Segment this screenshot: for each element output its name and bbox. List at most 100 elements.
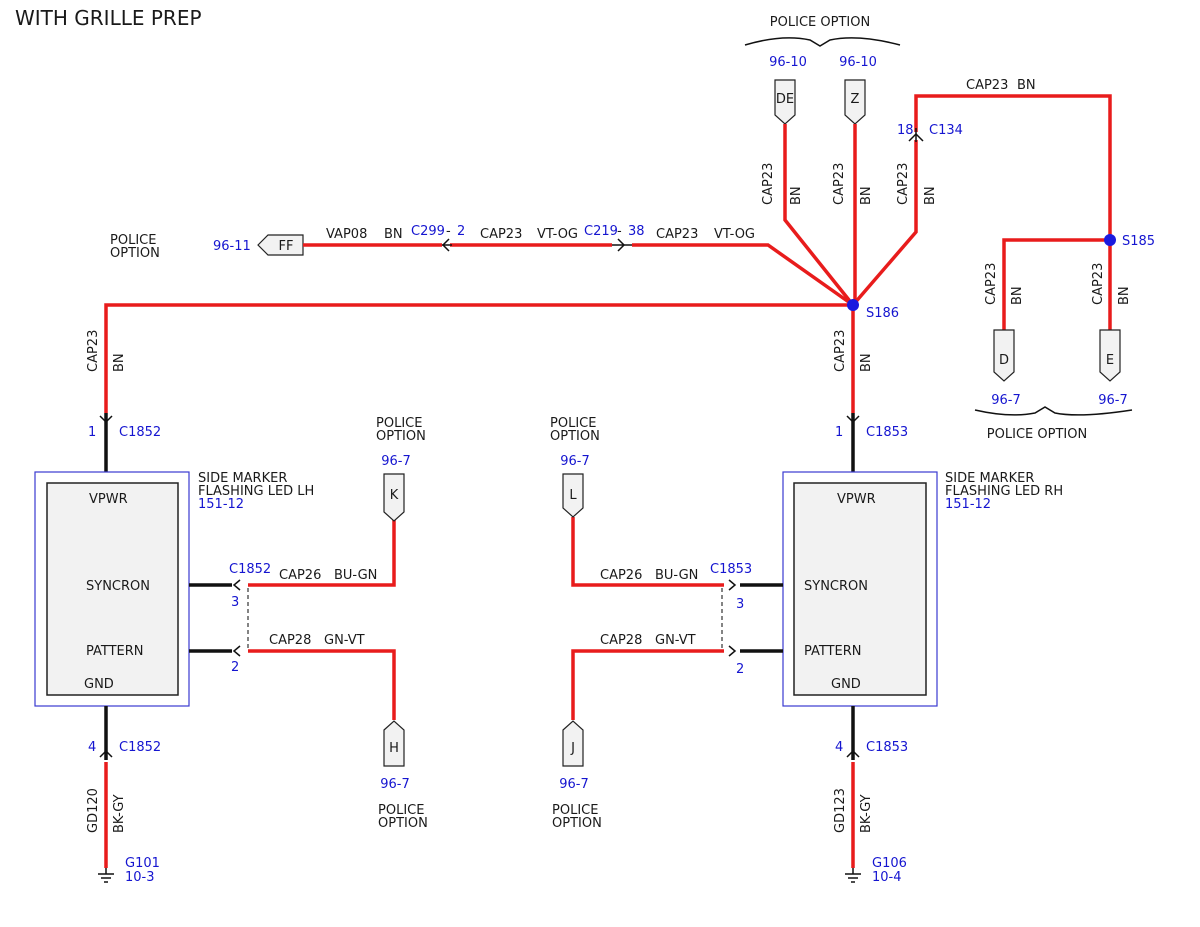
police-option-top-label: POLICE OPTION <box>770 15 870 30</box>
ref-h: 96-7 <box>380 777 410 792</box>
label-top-circuit: CAP23 <box>966 78 1008 93</box>
lh-c1852-syncron-label: C1852 <box>229 562 271 577</box>
svg-text:CAP23: CAP23 <box>833 330 848 372</box>
ref-k: 96-7 <box>381 454 411 469</box>
svg-text:BN: BN <box>1117 286 1132 305</box>
splice-s186 <box>847 299 859 311</box>
label-c134-color: BN <box>923 186 938 205</box>
svg-text:BK-GY: BK-GY <box>859 794 874 833</box>
terminal-d: D <box>993 329 1015 382</box>
ref-d: 96-7 <box>991 393 1021 408</box>
svg-text:CAP23: CAP23 <box>1091 263 1106 305</box>
c1852-pin1-label: C1852 <box>119 425 161 440</box>
police-option-right-label: POLICE OPTION <box>987 427 1087 442</box>
label-z-circuit: CAP23 <box>832 163 847 205</box>
svg-text:CAP23: CAP23 <box>896 163 911 205</box>
terminal-h: H <box>383 720 405 767</box>
label-de-circuit: CAP23 <box>761 163 776 205</box>
police-option-j-line2: OPTION <box>552 816 602 831</box>
label-rh-color: BN <box>859 353 874 372</box>
label-c134-circuit: CAP23 <box>896 163 911 205</box>
police-option-ff-line1: POLICE <box>110 233 156 248</box>
svg-text:BN: BN <box>859 353 874 372</box>
wire-cap26-lh <box>248 520 396 587</box>
ref-l: 96-7 <box>560 454 590 469</box>
label-vap08-circuit: VAP08 <box>326 227 367 242</box>
police-option-k-line1: POLICE <box>376 416 422 431</box>
diagram-title: WITH GRILLE PREP <box>15 6 202 30</box>
wire-cap26-rh <box>571 517 724 587</box>
terminal-l-label: L <box>569 488 577 503</box>
terminal-z: Z <box>844 79 866 125</box>
svg-text:CAP23: CAP23 <box>832 163 847 205</box>
connector-c134-symbol <box>908 132 924 142</box>
label-gnvt-lh: GN-VT <box>324 633 365 648</box>
terminal-k: K <box>383 473 405 522</box>
label-right-circuit: CAP23 <box>656 227 698 242</box>
rh-pin-pattern: PATTERN <box>804 644 862 659</box>
label-bugn-rh: BU-GN <box>655 568 698 583</box>
police-option-top-brace <box>744 37 901 47</box>
label-bkgy-rh: BK-GY <box>859 794 874 833</box>
svg-text:GD120: GD120 <box>86 788 101 833</box>
rh-c1853-pin2: 2 <box>736 662 744 677</box>
module-side-marker-lh: VPWR SYNCRON PATTERN GND <box>34 471 190 707</box>
label-lh-circuit: CAP23 <box>86 330 101 372</box>
ref-de: 96-10 <box>769 55 807 70</box>
ref-e: 96-7 <box>1098 393 1128 408</box>
connector-c299-symbol <box>441 238 450 252</box>
ground-g101-ref: 10-3 <box>125 870 155 885</box>
svg-text:BN: BN <box>789 186 804 205</box>
svg-text:BN: BN <box>923 186 938 205</box>
label-cap26-lh: CAP26 <box>279 568 321 583</box>
wire-cap23-de <box>783 124 855 307</box>
svg-text:CAP23: CAP23 <box>761 163 776 205</box>
label-lh-color: BN <box>112 353 127 372</box>
police-option-right-brace <box>974 406 1133 416</box>
label-vap08-color: BN <box>384 227 403 242</box>
wire-cap23-lh <box>104 303 853 413</box>
connector-c219-symbol <box>617 238 626 252</box>
label-e-circuit: CAP23 <box>1091 263 1106 305</box>
svg-text:BN: BN <box>112 353 127 372</box>
ref-ff: 96-11 <box>213 239 251 254</box>
police-option-h-line1: POLICE <box>378 803 424 818</box>
police-option-l-line2: OPTION <box>550 429 600 444</box>
wire-cap23-c134 <box>851 140 918 307</box>
label-e-color: BN <box>1117 286 1132 305</box>
rh-pin-syncron: SYNCRON <box>804 579 868 594</box>
label-gd123: GD123 <box>833 788 848 833</box>
terminal-j-label: J <box>570 741 575 756</box>
c134-label: C134 <box>929 123 963 138</box>
police-option-l-line1: POLICE <box>550 416 596 431</box>
terminal-de-label: DE <box>776 92 794 107</box>
terminal-j: J <box>562 720 584 767</box>
label-top-color: BN <box>1017 78 1036 93</box>
lh-pattern-connector-symbol <box>232 645 241 657</box>
label-mid-circuit: CAP23 <box>480 227 522 242</box>
police-option-ff-line2: OPTION <box>110 246 160 261</box>
lh-pin-vpwr: VPWR <box>89 492 128 507</box>
module-side-marker-rh: VPWR SYNCRON PATTERN GND <box>782 471 938 707</box>
label-d-color: BN <box>1010 286 1025 305</box>
label-bugn-lh: BU-GN <box>334 568 377 583</box>
c1852-pin4: 4 <box>88 740 96 755</box>
label-cap28-rh: CAP28 <box>600 633 642 648</box>
rh-gnd-connector-symbol <box>846 749 860 758</box>
ref-j: 96-7 <box>559 777 589 792</box>
police-option-j-line1: POLICE <box>552 803 598 818</box>
label-d-circuit: CAP23 <box>984 263 999 305</box>
label-bkgy-lh: BK-GY <box>112 794 127 833</box>
splice-s185-label: S185 <box>1122 234 1155 249</box>
ground-g106-symbol <box>845 868 861 883</box>
wire-cap28-rh <box>571 649 724 720</box>
splice-s186-label: S186 <box>866 306 899 321</box>
label-right-color: VT-OG <box>714 227 755 242</box>
svg-text:CAP23: CAP23 <box>86 330 101 372</box>
c219-dash: - <box>617 224 622 239</box>
label-mid-color: VT-OG <box>537 227 578 242</box>
c1852-pin4-label: C1852 <box>119 740 161 755</box>
label-cap26-rh: CAP26 <box>600 568 642 583</box>
c219-label: C219 <box>584 224 618 239</box>
